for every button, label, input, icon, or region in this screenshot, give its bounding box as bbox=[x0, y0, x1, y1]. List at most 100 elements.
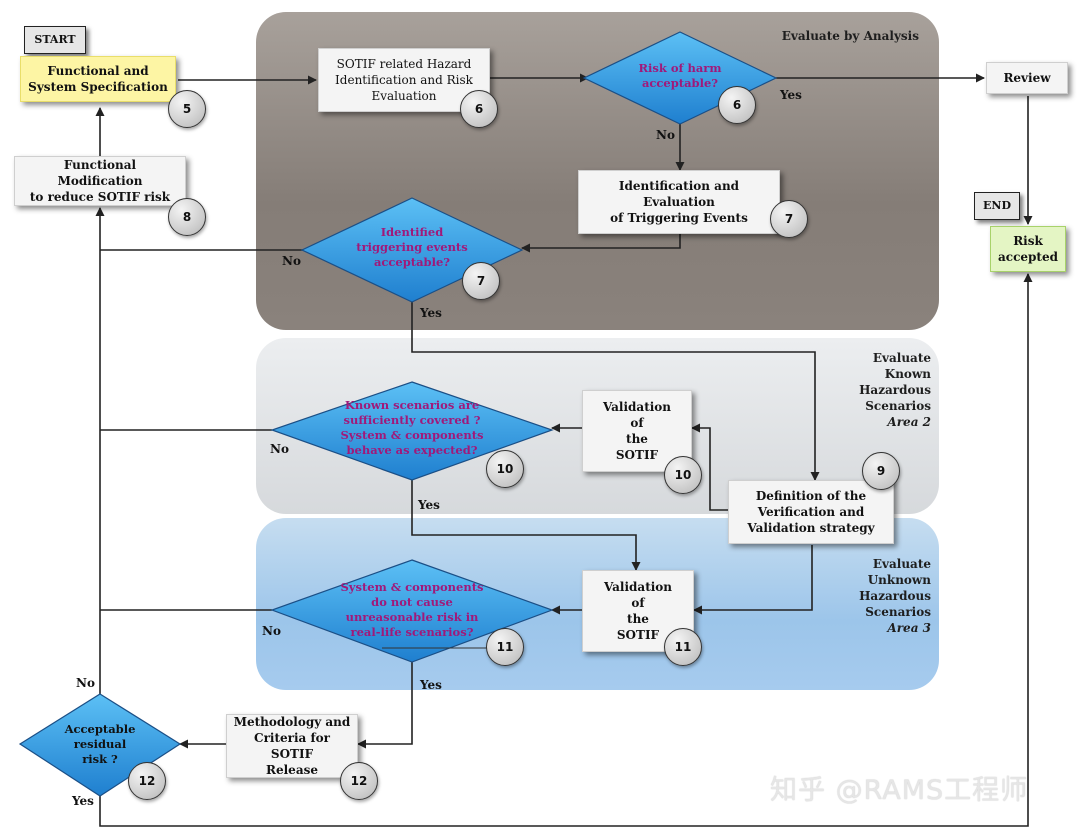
region-known-title-line: Scenarios bbox=[865, 399, 931, 413]
decision-line: System & components bbox=[340, 580, 484, 594]
box-triggering-events-evaluation[interactable]: Identification and Evaluation of Trigger… bbox=[578, 170, 780, 234]
box-vv-strategy-text: Definition of the Verification and Valid… bbox=[747, 488, 874, 536]
box-line: the bbox=[626, 432, 648, 446]
decision-line: risk ? bbox=[82, 752, 118, 766]
region-known-title-line: Evaluate bbox=[872, 351, 931, 365]
box-line: Validation bbox=[603, 580, 673, 594]
badge-residual-risk: 12 bbox=[128, 762, 166, 800]
box-risk-accepted[interactable]: Risk accepted bbox=[990, 226, 1066, 272]
decision-line: behave as expected? bbox=[346, 443, 478, 457]
decision-line: residual bbox=[73, 737, 127, 751]
badge-release-criteria: 12 bbox=[340, 762, 378, 800]
edge-trigger-yes-to-strategy bbox=[411, 298, 820, 481]
decision-line: do not cause bbox=[371, 595, 453, 609]
box-line: Criteria for SOTIF bbox=[254, 731, 330, 761]
box-line: Release bbox=[266, 763, 318, 777]
box-line: of Triggering Events bbox=[610, 211, 748, 225]
box-risk-accepted-text: Risk accepted bbox=[998, 233, 1058, 265]
box-line: Methodology and bbox=[233, 715, 351, 729]
decision-line: unreasonable risk in bbox=[345, 610, 479, 624]
region-unknown-title-line: Hazardous bbox=[859, 589, 931, 603]
box-line: System Specification bbox=[28, 80, 168, 94]
decision-line: real-life scenarios? bbox=[350, 625, 474, 639]
box-hazard-identification-text: SOTIF related Hazard Identification and … bbox=[335, 56, 473, 104]
region-analysis-title: Evaluate by Analysis bbox=[781, 29, 919, 43]
watermark: 知乎 @RAMS工程师 bbox=[770, 775, 1029, 806]
badge-functional-modification: 8 bbox=[168, 198, 206, 236]
box-line: to reduce SOTIF risk bbox=[29, 190, 171, 204]
box-release-criteria[interactable]: Methodology and Criteria for SOTIF Relea… bbox=[226, 714, 358, 778]
region-unknown-title-line: Unknown bbox=[867, 573, 931, 587]
decision-residual-risk-text: Acceptable residual risk ? bbox=[50, 722, 150, 767]
decision-line: acceptable? bbox=[641, 76, 719, 90]
label-residual-yes: Yes bbox=[72, 794, 94, 808]
box-line: Definition of the bbox=[755, 489, 867, 503]
box-line: Validation bbox=[602, 400, 672, 414]
badge-functional-spec: 5 bbox=[168, 90, 206, 128]
label-residual-no: No bbox=[76, 676, 95, 690]
decision-line: System & components bbox=[340, 428, 484, 442]
decision-known-scenarios bbox=[270, 381, 554, 481]
label-risk-no: No bbox=[656, 128, 675, 142]
badge-hazard-identification: 6 bbox=[460, 90, 498, 128]
decision-risk-of-harm-text: Risk of harm acceptable? bbox=[610, 61, 750, 91]
region-unknown-title: Evaluate Unknown Hazardous Scenarios Are… bbox=[859, 556, 931, 636]
edge-known-yes bbox=[411, 476, 641, 571]
region-unknown-title-line: Scenarios bbox=[865, 605, 931, 619]
box-functional-modification-text: Functional Modification to reduce SOTIF … bbox=[21, 157, 179, 205]
decision-line: triggering events bbox=[356, 240, 468, 254]
edge-residual-yes-to-accepted bbox=[99, 273, 1033, 827]
box-line: Identification and Risk bbox=[335, 73, 473, 87]
box-functional-specification-text: Functional and System Specification bbox=[28, 63, 168, 95]
box-line: the bbox=[627, 612, 649, 626]
decision-residual-risk bbox=[18, 693, 182, 797]
box-line: SOTIF related Hazard bbox=[336, 57, 472, 71]
decision-line: acceptable? bbox=[373, 255, 451, 269]
box-line: accepted bbox=[998, 250, 1058, 264]
start-tag: START bbox=[24, 26, 86, 54]
badge-validation-known: 10 bbox=[664, 456, 702, 494]
badge-vv-strategy: 9 bbox=[862, 452, 900, 490]
box-line: Verification and bbox=[757, 505, 865, 519]
region-unknown-title-line: Evaluate bbox=[872, 557, 931, 571]
box-line: Evaluation bbox=[371, 89, 437, 103]
label-unknown-yes: Yes bbox=[420, 678, 442, 692]
region-known-title: Evaluate Known Hazardous Scenarios Area … bbox=[859, 350, 931, 430]
box-triggering-events-text: Identification and Evaluation of Trigger… bbox=[585, 178, 773, 226]
badge-unknown-scenarios: 11 bbox=[486, 628, 524, 666]
decision-known-scenarios-text: Known scenarios are sufficiently covered… bbox=[322, 398, 502, 458]
label-risk-yes: Yes bbox=[780, 88, 802, 102]
badge-risk-harm: 6 bbox=[718, 86, 756, 124]
box-line: Functional Modification bbox=[57, 158, 143, 188]
region-known-title-line: Known bbox=[884, 367, 931, 381]
region-unknown-area: Area 3 bbox=[887, 621, 931, 635]
box-review[interactable]: Review bbox=[986, 62, 1068, 94]
box-line: Validation strategy bbox=[747, 521, 875, 535]
box-functional-modification[interactable]: Functional Modification to reduce SOTIF … bbox=[14, 156, 186, 206]
label-trigger-no: No bbox=[282, 254, 301, 268]
edge-strategy-to-validation-unknown bbox=[693, 545, 813, 615]
box-validation-known-text: Validation of the SOTIF bbox=[603, 399, 671, 463]
badge-known-scenarios: 10 bbox=[486, 450, 524, 488]
box-vv-strategy[interactable]: Definition of the Verification and Valid… bbox=[728, 480, 894, 544]
decision-line: Identified bbox=[380, 225, 444, 239]
label-known-no: No bbox=[270, 442, 289, 456]
decision-line: Acceptable bbox=[64, 722, 136, 736]
box-line: Identification and Evaluation bbox=[618, 179, 740, 209]
decision-line: Risk of harm bbox=[638, 61, 722, 75]
end-tag: END bbox=[974, 192, 1020, 220]
edge-strategy-to-validation-known bbox=[691, 423, 728, 511]
box-line: SOTIF bbox=[615, 448, 659, 462]
decision-triggering-events-text: Identified triggering events acceptable? bbox=[342, 225, 482, 270]
box-functional-specification[interactable]: Functional and System Specification bbox=[20, 56, 176, 102]
label-trigger-yes: Yes bbox=[420, 306, 442, 320]
box-line: of bbox=[631, 596, 645, 610]
decision-line: sufficiently covered ? bbox=[343, 413, 481, 427]
region-known-title-line: Hazardous bbox=[859, 383, 931, 397]
decision-line: Known scenarios are bbox=[344, 398, 480, 412]
badge-triggering-events-eval: 7 bbox=[770, 200, 808, 238]
region-known-area: Area 2 bbox=[887, 415, 931, 429]
label-unknown-no: No bbox=[262, 624, 281, 638]
box-line: SOTIF bbox=[616, 628, 660, 642]
